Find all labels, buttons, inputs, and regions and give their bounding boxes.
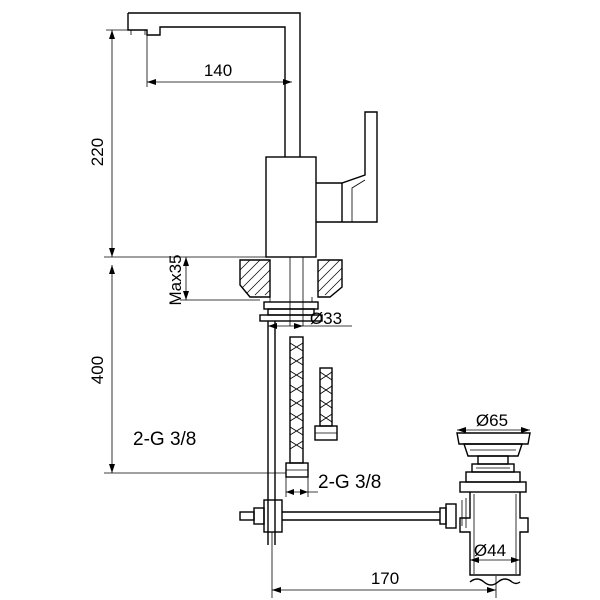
pull-rod-reach-label: 170 xyxy=(371,569,399,588)
dimension-waste-bottom: Ø44 xyxy=(470,541,520,563)
dimension-pull-rod-reach: 170 xyxy=(271,532,497,598)
dimension-spout-height: 220 xyxy=(88,29,266,258)
max-deck-label: Max35 xyxy=(166,254,185,305)
dimension-mounting-hole: Ø33 xyxy=(268,309,352,329)
dimension-max-deck: Max35 xyxy=(166,254,260,306)
waste-top-label: Ø65 xyxy=(476,411,508,430)
spout-height-label: 220 xyxy=(88,138,107,166)
faucet-body xyxy=(127,12,378,326)
supply-hoses xyxy=(267,321,338,545)
dimension-waste-top: Ø65 xyxy=(457,411,530,433)
hose-connection-label-left: 2-G 3/8 xyxy=(133,429,196,450)
deck-hatch-right xyxy=(318,260,342,296)
pop-up-pull-rod xyxy=(239,499,457,533)
dimension-spout-reach: 140 xyxy=(146,35,292,87)
hose-length-label: 400 xyxy=(88,356,107,384)
hose-braid-pattern xyxy=(289,342,304,450)
dimension-hose-connection: 2-G 3/8 xyxy=(285,472,381,497)
dimension-hose-length: 400 xyxy=(88,265,286,474)
pop-up-waste xyxy=(456,432,531,586)
countertop-section xyxy=(239,259,343,298)
hose-connection-label-right: 2-G 3/8 xyxy=(318,472,381,493)
deck-hatch-left xyxy=(240,260,270,296)
spout-reach-label: 140 xyxy=(204,61,232,80)
waste-bottom-label: Ø44 xyxy=(474,541,506,560)
mounting-hole-label: Ø33 xyxy=(310,309,342,328)
